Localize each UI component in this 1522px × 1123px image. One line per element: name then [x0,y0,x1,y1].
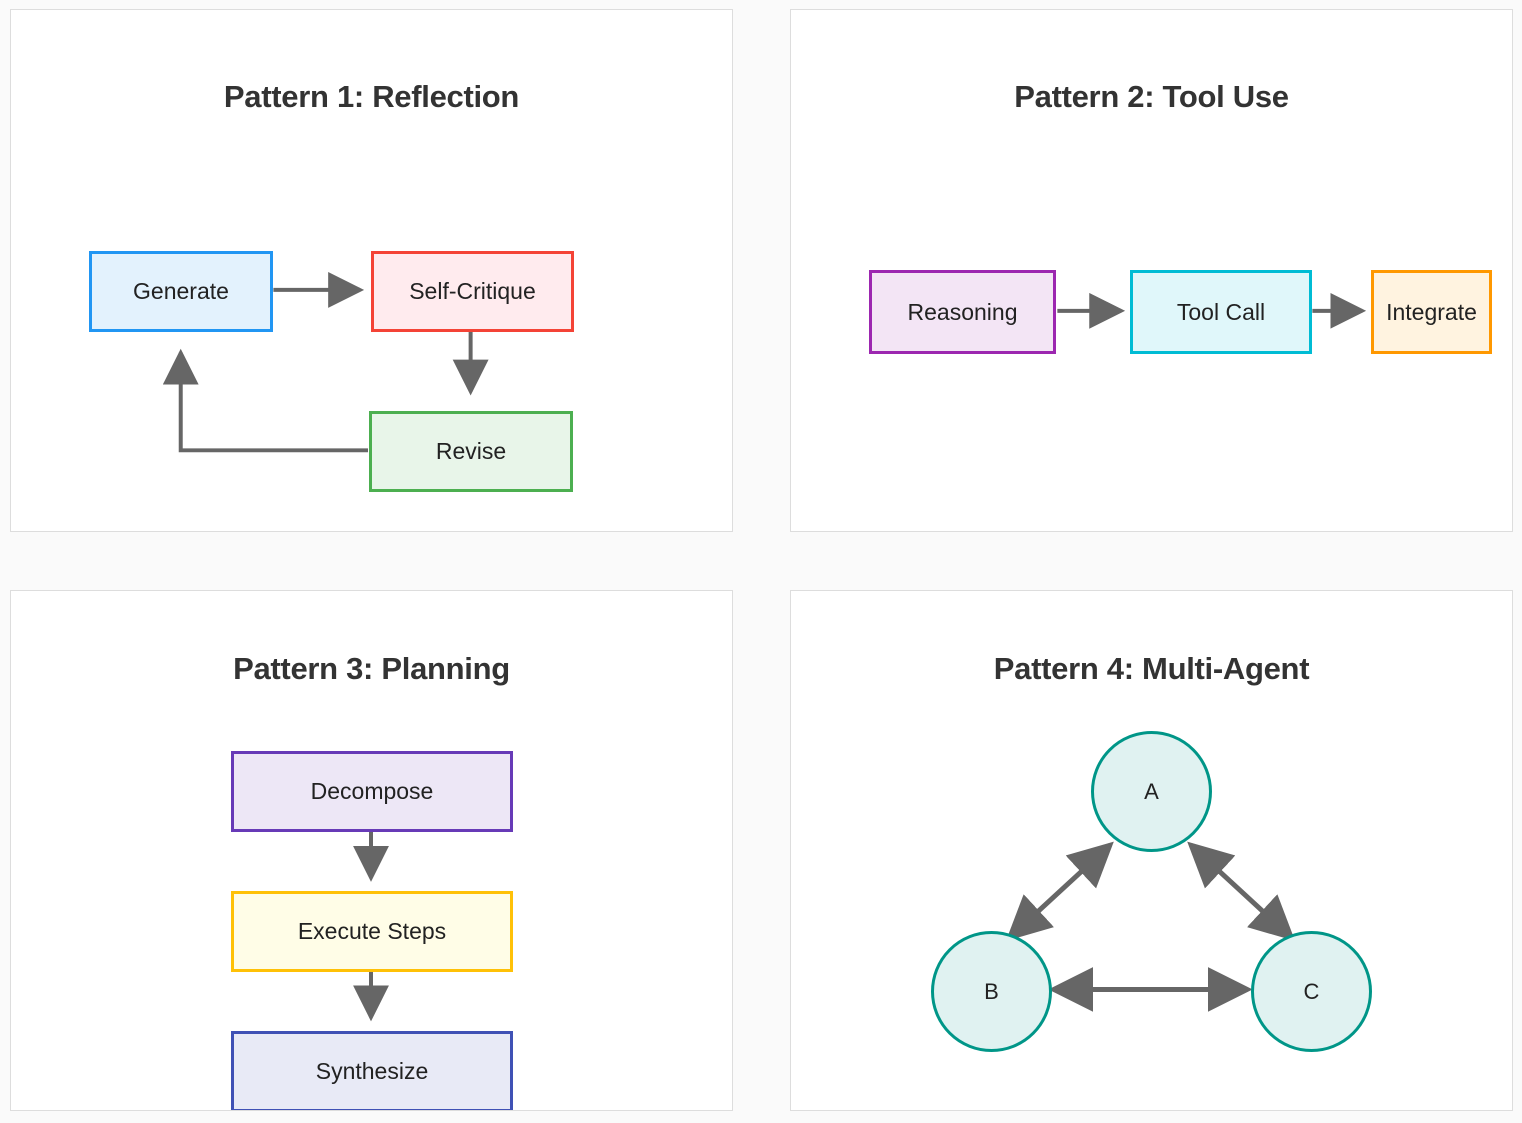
edge-agent-a-agent-c [1187,841,1296,942]
panel-4-diagram: A B C [791,591,1512,1110]
node-revise-label: Revise [435,438,507,464]
node-self-critique-label: Self-Critique [409,278,536,304]
panel-pattern-2: Pattern 2: Tool Use Reasoning Tool Call … [790,9,1513,532]
node-self-critique[interactable]: Self-Critique [371,251,574,332]
node-revise[interactable]: Revise [369,411,573,492]
node-generate[interactable]: Generate [89,251,273,332]
panel-2-diagram: Reasoning Tool Call Integrate [791,10,1512,531]
node-execute-steps-label: Execute Steps [297,918,447,944]
node-tool-call-label: Tool Call [1176,298,1266,325]
node-agent-a-label: A [1144,778,1159,804]
node-synthesize-label: Synthesize [315,1058,429,1084]
node-reasoning[interactable]: Reasoning [869,270,1056,354]
node-agent-c-label: C [1303,978,1320,1004]
panel-pattern-1: Pattern 1: Reflection Generate Sel [10,9,733,532]
node-agent-a[interactable]: A [1091,731,1212,852]
panel-4-title: Pattern 4: Multi-Agent [993,650,1310,686]
node-execute-steps[interactable]: Execute Steps [231,891,513,972]
panel-pattern-3: Pattern 3: Planning Decompose Execute St… [10,590,733,1111]
node-agent-b[interactable]: B [931,931,1052,1052]
node-integrate-label: Integrate [1386,298,1477,325]
node-integrate[interactable]: Integrate [1371,270,1492,354]
node-generate-label: Generate [133,278,229,304]
node-agent-c[interactable]: C [1251,931,1372,1052]
node-decompose[interactable]: Decompose [231,751,513,832]
panel-3-diagram: Decompose Execute Steps Synthesize [11,591,732,1110]
edge-revise-to-generate [162,348,369,453]
panel-1-diagram: Generate Self-Critique Revise [11,10,732,531]
edge-agent-a-agent-b [1005,841,1114,942]
node-decompose-label: Decompose [310,778,434,804]
panel-3-title: Pattern 3: Planning [233,650,510,686]
node-synthesize[interactable]: Synthesize [231,1031,513,1110]
panel-pattern-4: Pattern 4: Multi-Agent [790,590,1513,1111]
node-tool-call[interactable]: Tool Call [1130,270,1312,354]
node-agent-b-label: B [984,978,999,1004]
panel-1-title: Pattern 1: Reflection [223,78,520,114]
node-reasoning-label: Reasoning [907,298,1018,325]
panel-2-title: Pattern 2: Tool Use [1014,78,1289,114]
